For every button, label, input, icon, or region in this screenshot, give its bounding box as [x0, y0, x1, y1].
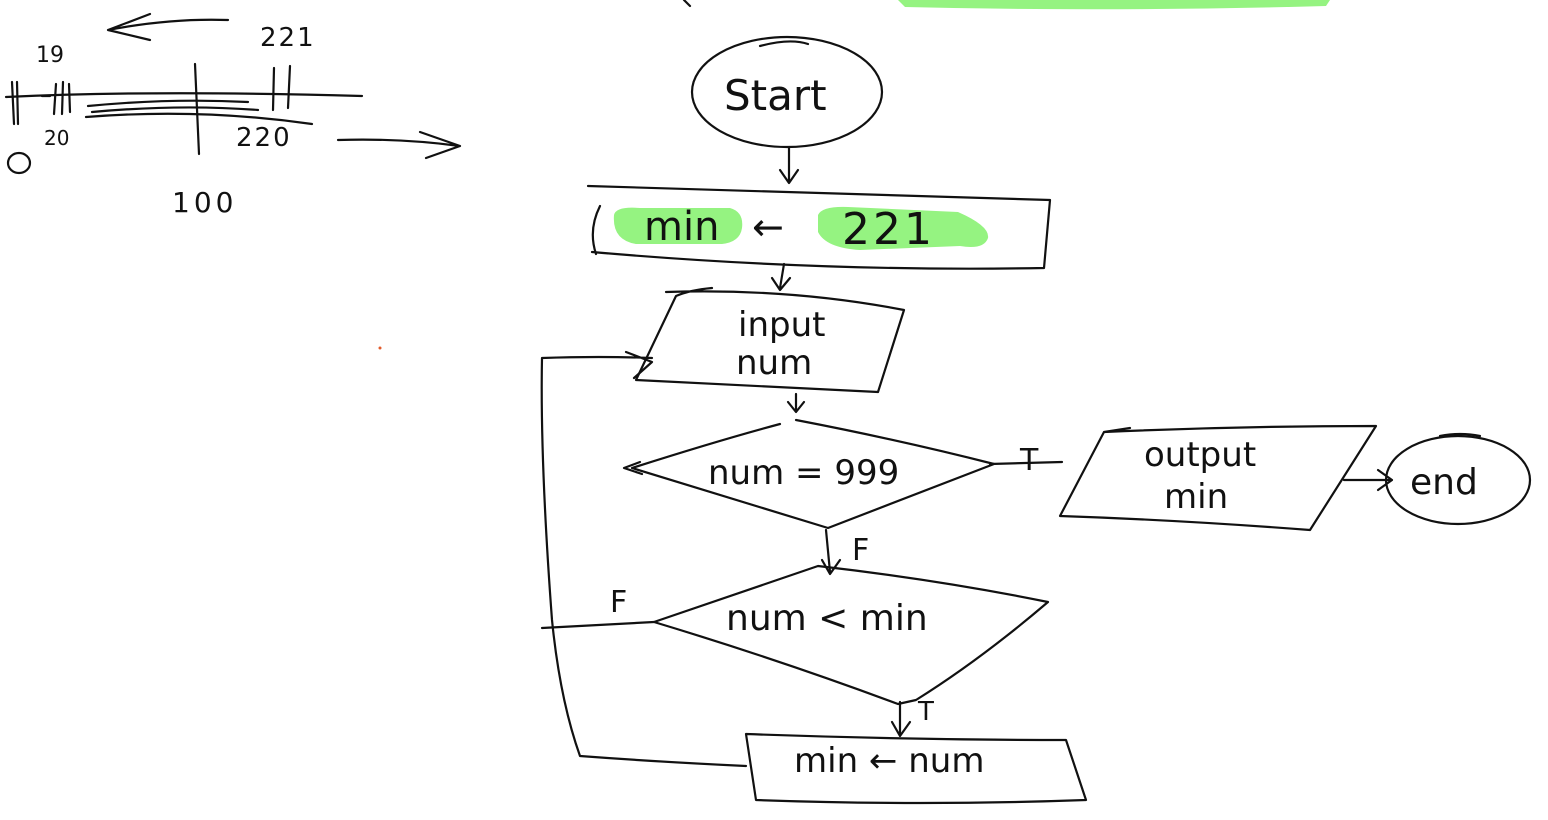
- cond1-true-label: T: [1019, 443, 1039, 478]
- tick-0a: [10, 80, 16, 126]
- arrow-input-to-cond1: [786, 392, 806, 414]
- cond1-label: num = 999: [708, 453, 899, 493]
- start-label: Start: [724, 71, 827, 120]
- input-parallelogram: [634, 286, 906, 394]
- init-left: min: [644, 204, 719, 250]
- assign-node: min ← num: [744, 732, 1088, 805]
- loop-back-line: [540, 350, 748, 768]
- arrow-start-to-init: [778, 146, 800, 185]
- tick-19c: [67, 82, 72, 114]
- output-parallelogram: [1058, 424, 1378, 532]
- number-line-sketch: 19 221 20 220 100: [4, 12, 462, 219]
- init-right: 221: [842, 204, 935, 255]
- init-node: min ← 221: [586, 184, 1052, 270]
- input-line1: input: [738, 305, 825, 345]
- cond2-false-line: [540, 620, 656, 630]
- end-node: end: [1384, 432, 1532, 526]
- end-oval-tail: [1438, 432, 1482, 438]
- cond2-true-label: T: [917, 697, 934, 727]
- input-node: input num: [634, 286, 906, 394]
- tick-220b: [286, 64, 292, 110]
- cond2-diamond: [652, 564, 1050, 706]
- assign-box: [744, 732, 1088, 805]
- left-arrow-icon: [106, 12, 230, 42]
- arrow-cond1-to-cond2: [820, 528, 842, 576]
- highlight-min: [613, 207, 743, 244]
- tick-100: [193, 62, 201, 156]
- cond2-label: num < min: [726, 598, 928, 639]
- right-arrow-icon: [336, 130, 462, 160]
- flowchart: Start min ← 221 input num num = 999: [540, 35, 1532, 805]
- arrow-cond1-to-output: [988, 460, 1064, 466]
- tick-220a: [271, 66, 276, 112]
- number-line-axis: [4, 92, 364, 99]
- stray-dot: [378, 346, 382, 350]
- init-box: [586, 184, 1052, 270]
- label-220: 220: [236, 123, 292, 153]
- tick-19a: [52, 82, 58, 116]
- number-line-range-lower-2: [90, 106, 260, 114]
- end-oval: [1384, 434, 1532, 526]
- top-stroke-fragment: [682, 0, 692, 8]
- start-oval-tail: [758, 40, 810, 48]
- label-20: 20: [44, 126, 69, 150]
- end-label: end: [1410, 462, 1478, 503]
- cond2-false-label: F: [610, 585, 627, 620]
- assign-label: min ← num: [794, 741, 984, 781]
- tick-0b: [15, 80, 20, 126]
- top-highlight-strip: [898, 0, 1330, 10]
- highlight-221: [818, 206, 989, 250]
- arrow-init-to-input: [770, 262, 792, 292]
- cond2-node: num < min: [652, 564, 1050, 706]
- output-node: output min: [1058, 424, 1378, 532]
- number-line-range-lower: [84, 112, 314, 126]
- init-arrow: ←: [752, 205, 784, 249]
- output-line1: output: [1144, 435, 1256, 475]
- cond1-left-tick: [622, 460, 644, 476]
- number-line-range-upper: [86, 99, 250, 108]
- zero-circle: [6, 151, 32, 175]
- arrow-cond2-to-assign: [890, 700, 912, 738]
- tick-19b: [60, 80, 65, 116]
- start-node: Start: [690, 35, 884, 149]
- label-221: 221: [260, 23, 316, 53]
- input-line2: num: [736, 343, 812, 383]
- cond1-node: num = 999: [622, 418, 996, 530]
- start-oval: [690, 35, 884, 149]
- label-100: 100: [172, 186, 237, 219]
- output-line2: min: [1164, 477, 1228, 517]
- arrow-output-to-end: [1342, 468, 1394, 492]
- label-19: 19: [36, 43, 64, 68]
- cond1-false-label: F: [852, 533, 869, 568]
